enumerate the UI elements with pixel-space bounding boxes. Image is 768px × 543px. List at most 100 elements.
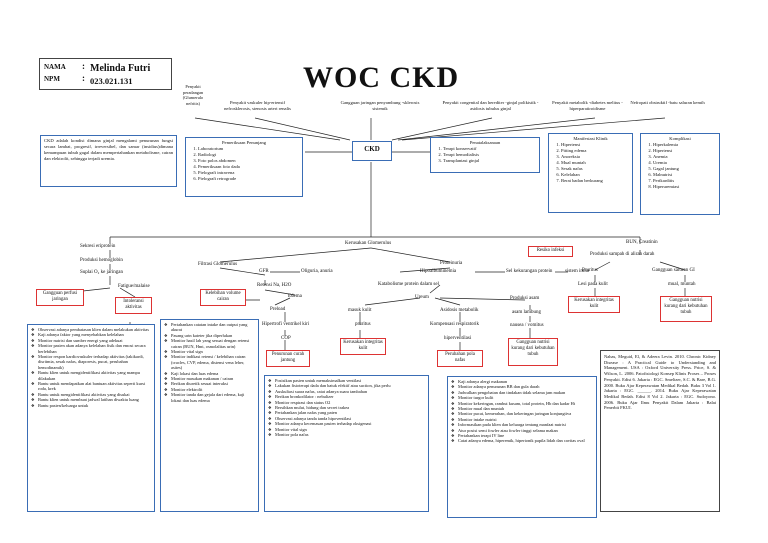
flow-nausea: nausea / vomitus [510, 323, 544, 328]
references-text: Nahas, Meguid, El, & Adeera Levin. 2010.… [604, 354, 716, 411]
intervensi-item: Kaji adanya alergi makanan [451, 379, 593, 385]
penatalaksanaan-box: Penatalaksanaan Terapi konservatif Terap… [430, 137, 540, 173]
penatalaksanaan-title: Penatalaksanaan [469, 140, 501, 145]
nama-label: NAMA [44, 63, 66, 71]
manifestasi-list: Hipertensi Pitting edema Anoreksia Mual … [552, 142, 629, 184]
intervensi-item: Posisikan pasien untuk memaksimalkan ven… [268, 378, 425, 384]
komplikasi-item: Gagal jantung [653, 166, 716, 172]
diagnosis-text: Kerusakan integritas kulit [343, 340, 383, 351]
flow-ureum: Ureum [415, 295, 429, 300]
flow-retensi: Retensi Na, H2O [257, 283, 292, 288]
intervensi-item: Monitor vital sign [164, 349, 255, 355]
manifestasi-item: Sesak nafas [561, 166, 629, 172]
penatalaksanaan-item: Terapi hemodialisis [443, 152, 536, 158]
intervensi-item: Bersihkan mulut, hidung dan secret trake… [268, 405, 425, 411]
intervensi-item: Monitor vital sign [268, 427, 425, 433]
intervensi-item: Observasi adanya pembatasan klien dalam … [31, 327, 151, 333]
manifestasi-box: Manifestasi Klinik Hipertensi Pitting ed… [548, 133, 633, 213]
intervensi-item: Pertahankan terapi IV line [451, 433, 593, 439]
flow-hipoalbuminemia: Hipoalbuminemia [420, 269, 457, 274]
manifestasi-item: Kelelahan [561, 172, 629, 178]
intervensi-item: Kaji lokasi dan luas edema [164, 371, 255, 377]
pemeriksaan-item: Foto polos abdomen [198, 158, 299, 164]
manifestasi-item: Anoreksia [561, 154, 629, 160]
npm-label: NPM [44, 75, 60, 83]
intervensi-cairan-list: Pertahankan catatan intake dan output ya… [164, 322, 255, 403]
intervensi-item: Bantu klien untuk membuat jadwal latihan… [31, 397, 151, 403]
diagnosis-text: Penurunan curah jantung [271, 352, 305, 363]
flow-gfr: GFR [259, 269, 269, 274]
ckd-node: CKD [352, 141, 392, 161]
pemeriksaan-item: Pielografi retrograde [198, 176, 299, 182]
flow-gangguan-saluran: Gangguan saluran GI [652, 268, 695, 273]
pemeriksaan-box: Pemeriksaan Penunjang Laboratorium Radio… [185, 137, 303, 197]
penatalaksanaan-item: Transplantasi ginjal [443, 158, 536, 164]
intervensi-aktivitas-box: Observasi adanya pembatasan klien dalam … [27, 324, 155, 512]
penatalaksanaan-list: Terapi konservatif Terapi hemodialisis T… [434, 146, 536, 164]
pemeriksaan-item: Pemeriksaan foto dada [198, 164, 299, 170]
diagnosis-pola-nafas: Perubahan pola nafas [437, 350, 483, 367]
intervensi-item: Informasikan pada klien dan keluarga ten… [451, 422, 593, 428]
flow-fatigue: Fatigue/malaise [118, 284, 150, 289]
diagnosis-text: Intoleransi aktivitas [123, 299, 144, 310]
page-title: WOC CKD [303, 61, 460, 94]
npm-colon: : [82, 73, 85, 83]
diagnosis-intoleransi: Intoleransi aktivitas [115, 297, 152, 314]
manifestasi-item: Pitting edema [561, 148, 629, 154]
flow-kompensasi: Kompensasi respiratorik [430, 322, 480, 327]
flow-sistem-imun: sistem imun [565, 269, 590, 274]
definition-text: CKD adalah kondisi dimana ginjal mengala… [44, 138, 173, 161]
flow-pruritus-right: Pruritus [582, 268, 598, 273]
flow-cop: COP [281, 336, 291, 341]
cause-jaringan-penyambung: Gangguan jaringan penyambung -sklerosis … [340, 100, 420, 111]
pemeriksaan-item: Laboratorium [198, 146, 299, 152]
intervensi-item: Monitor nutrisi dan sumber energi yang a… [31, 338, 151, 344]
intervensi-item: Berikan diuretik sesuai interuksi [164, 381, 255, 387]
manifestasi-item: Hipertensi [561, 142, 629, 148]
intervensi-item: Kaji adanya faktor yang menyebabkan kele… [31, 332, 151, 338]
intervensi-nafas-box: Posisikan pasien untuk memaksimalkan ven… [264, 375, 429, 512]
intervensi-item: Monitor adanya penurunan BB dan gula dar… [451, 384, 593, 390]
flow-sekresi: Sekresi eriprotein [80, 244, 116, 249]
komplikasi-item: Hiperkalemia [653, 142, 716, 148]
komplikasi-item: Anemia [653, 154, 716, 160]
intervensi-item: Berikan bronkodilator : nebulizer [268, 394, 425, 400]
diagnosis-resiko-infeksi: Resiko infeksi [528, 246, 573, 257]
komplikasi-title: Komplikasi [669, 136, 691, 141]
komplikasi-item: Hiperuremiasi [653, 184, 716, 190]
diagnosis-text: Gangguan nutrisi kurang dari kebutuhan t… [511, 340, 555, 357]
flow-hiperventilasi: hiperventilasi [444, 336, 472, 341]
intervensi-item: Monitor tanda dan gejala dari edema, kaj… [164, 392, 255, 403]
intervensi-item: Monitor hasil lab yang sesuai dengan ret… [164, 338, 255, 349]
intervensi-aktivitas-list: Observasi adanya pembatasan klien dalam … [31, 327, 151, 409]
intervensi-item: Monitor respon kardiovaskuler terhadap a… [31, 354, 151, 370]
intervensi-nutrisi-list: Kaji adanya alergi makanan Monitor adany… [451, 379, 593, 444]
flow-mual: mual, muntah [668, 282, 696, 287]
penatalaksanaan-item: Terapi konservatif [443, 146, 536, 152]
npm-value: 023.021.131 [90, 76, 133, 86]
pemeriksaan-item: Pielografi intravena [198, 170, 299, 176]
flow-bun: BUN, Creatinin [626, 240, 658, 245]
intervensi-item: Monitor kekeringan, rambut kusam, total … [451, 401, 593, 407]
flow-produksi-hb: Produksi hemoglobin [80, 258, 123, 263]
intervensi-item: Bantu untuk mengidentifikasi aktivitas y… [31, 392, 151, 398]
definition-box: CKD adalah kondisi dimana ginjal mengala… [40, 135, 177, 187]
flow-oliguria: Oliguria, anuria [301, 269, 333, 274]
intervensi-item: Pertahankan catatan intake dan output ya… [164, 322, 255, 333]
diagnosis-text: Gangguan nutrisi kurang dari kebutuhan t… [664, 298, 708, 315]
manifestasi-item: Mual muntah [561, 160, 629, 166]
cause-glumerulonefritis: Penyakit peradangan (Glumerulo nefritis) [182, 84, 204, 106]
diagnosis-text: Kelebihan volume cairan [205, 291, 241, 302]
komplikasi-item: Perikarditis [653, 178, 716, 184]
flow-masuk-kulit: masuk kulit [348, 308, 372, 313]
flow-filtrasi: Filtrasi Glomerulus [198, 262, 238, 267]
flow-preload: Preload [270, 307, 286, 312]
flow-asam-lambung: asam lambung [512, 310, 542, 315]
cause-nefropati: Nefropati obstruktif -batu saluran kemih [630, 100, 705, 105]
pemeriksaan-list: Laboratorium Radiologi Foto polos abdome… [189, 146, 299, 182]
intervensi-item: Lakukan fisioterapi dada dan batuk efekt… [268, 383, 425, 389]
intervensi-item: Bantu klien untuk mengidentifikasi aktiv… [31, 370, 151, 381]
ckd-label: CKD [364, 145, 380, 153]
flow-lesi: Lesi pada kulit [578, 282, 608, 287]
flow-sel-kekurangan: Sel kekurangan protein [506, 269, 553, 274]
